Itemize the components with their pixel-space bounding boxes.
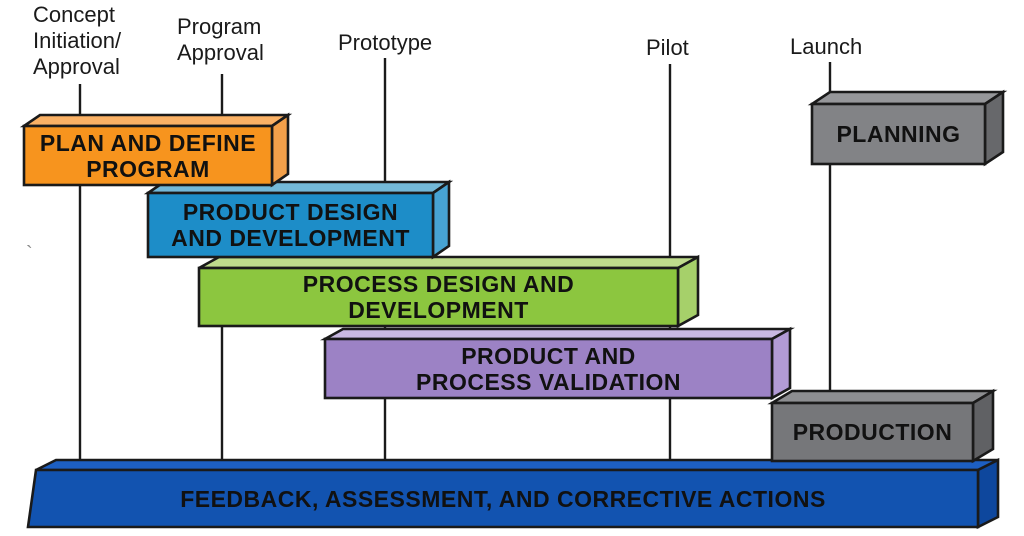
phase-box-planning [807, 89, 1008, 167]
milestone-label-launch: Launch [790, 34, 862, 60]
box-top-face [19, 113, 293, 128]
milestone-label-program-approval: Program Approval [177, 14, 264, 66]
box-top-face [807, 90, 1008, 106]
box-top-face [767, 389, 998, 405]
milestone-label-line: Launch [790, 34, 863, 59]
milestone-label-line: Pilot [646, 35, 689, 60]
phase-box-plan-and-define-program [19, 112, 293, 188]
phase-box-product-design-and-development [143, 179, 454, 260]
milestone-label-line: Concept [33, 2, 115, 27]
stray-mark: ` [26, 243, 33, 265]
phase-box-feedback-assessment-corrective-actions [26, 457, 1000, 530]
milestone-label-line: Approval [33, 54, 120, 79]
milestone-label-prototype: Prototype [338, 30, 432, 56]
box-side-face [431, 179, 451, 260]
milestone-label-line: Approval [177, 40, 264, 65]
box-front-face [810, 102, 987, 166]
milestone-label-line: Prototype [338, 30, 433, 55]
box-side-face [971, 388, 995, 464]
box-side-face [770, 326, 792, 401]
box-front-face [770, 401, 975, 463]
box-front-face [323, 337, 774, 400]
box-front-face [146, 191, 435, 259]
box-front-face [22, 124, 274, 187]
phase-box-process-design-and-development [197, 254, 700, 329]
milestone-label-line: Program [177, 14, 262, 39]
box-top-face [319, 327, 796, 341]
milestone-label-concept-initiation-approval: Concept Initiation/ Approval [33, 2, 121, 80]
box-top-face [198, 255, 699, 270]
box-side-face [676, 254, 700, 329]
box-side-face [976, 457, 1000, 530]
box-side-face [270, 112, 290, 188]
milestone-label-pilot: Pilot [646, 35, 689, 61]
box-side-face [983, 89, 1005, 167]
milestone-label-line: Initiation/ [33, 28, 122, 53]
phase-box-production [767, 388, 998, 464]
box-front-face [197, 266, 680, 328]
box-front-face [26, 468, 980, 529]
phase-box-product-and-process-validation [319, 326, 796, 401]
